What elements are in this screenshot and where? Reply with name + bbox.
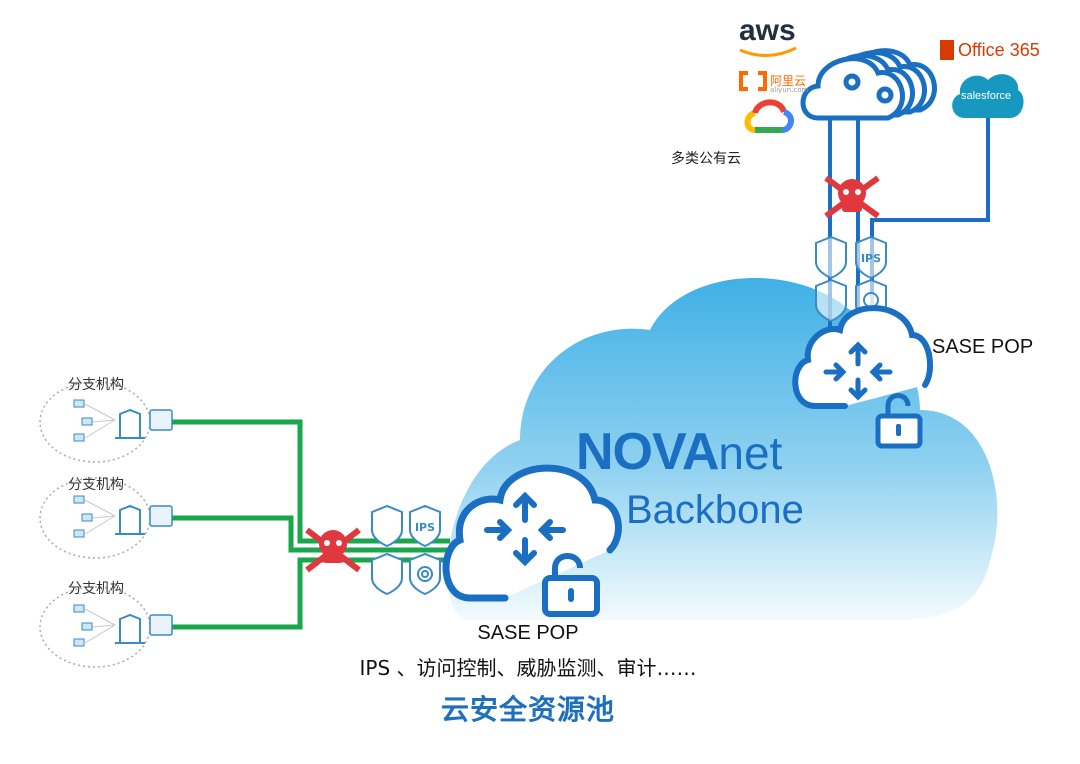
branch-label-2: 分支机构 — [68, 477, 124, 493]
google-cloud-icon — [744, 99, 794, 133]
sase-pop-main-label: SASE POP — [477, 622, 579, 644]
salesforce-logo-text: salesforce — [961, 90, 1012, 102]
branch-link-2 — [172, 515, 450, 553]
cloud-links — [828, 118, 990, 330]
brand-nova: NOVA — [576, 423, 719, 481]
unlock-icon — [542, 553, 600, 617]
branch-office-1-icon — [39, 381, 173, 463]
policy-sliders-shield-icon — [371, 504, 403, 548]
public-cloud-label: 多类公有云 — [671, 151, 741, 167]
branch-links — [172, 419, 450, 630]
ips-shield-icon — [409, 504, 441, 548]
branch-label-1: 分支机构 — [68, 377, 124, 393]
office365-logo-text: Office 365 — [958, 40, 1040, 60]
office365-icon — [940, 40, 954, 60]
branch-link-1 — [172, 419, 450, 544]
public-cloud-stack-icon — [800, 48, 937, 121]
branch-label-3: 分支机构 — [68, 581, 124, 597]
threat-icon-top — [824, 175, 880, 219]
security-shields-main — [371, 504, 441, 596]
aliyun-logo-text: 阿里云 — [770, 74, 807, 88]
user-audit-shield-icon — [371, 552, 403, 596]
backbone-subtitle: Backbone — [626, 488, 804, 532]
threat-icon-main — [305, 527, 361, 573]
security-pool-title: 云安全资源池 — [440, 693, 615, 726]
sase-pop-main-icon — [442, 464, 622, 617]
branch-office-3-icon — [39, 586, 173, 668]
router-arrows-icon — [484, 491, 566, 567]
sase-services-text: IPS 、访问控制、威胁监测、审计…… — [359, 656, 697, 680]
salesforce-cloud-icon — [952, 74, 1024, 118]
backbone-brand: NOVAnet — [576, 422, 782, 482]
aliyun-icon — [739, 71, 767, 91]
sase-pop-top-icon — [792, 305, 934, 449]
aliyun-logo-subtext: aliyun.com — [770, 86, 809, 94]
ips-shield-top-text: IPS — [861, 252, 881, 265]
aws-smile-icon — [739, 46, 797, 57]
brand-net: net — [718, 427, 783, 479]
branch-office-2-icon — [39, 477, 173, 559]
cloud-link-3 — [870, 118, 990, 330]
sase-pop-top-label: SASE POP — [932, 336, 1034, 358]
ips-shield-text: IPS — [415, 521, 435, 534]
aws-logo-text: aws — [739, 14, 796, 47]
